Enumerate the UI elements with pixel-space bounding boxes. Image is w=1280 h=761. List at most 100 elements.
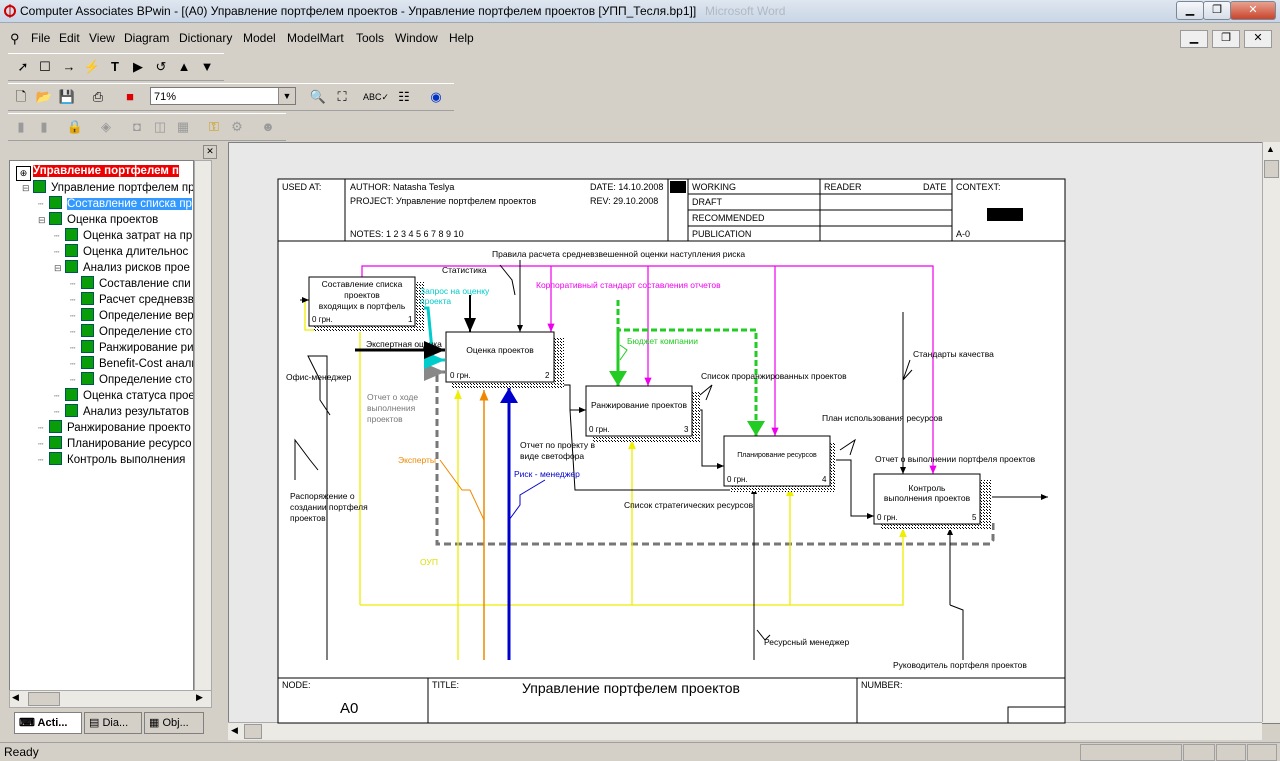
tree-horizontal-scrollbar[interactable]: ◀ ▶	[9, 690, 212, 708]
tree-root[interactable]: ⊕Управление портфелем п	[16, 164, 179, 181]
canvas-hscroll-thumb[interactable]	[244, 724, 262, 739]
mm-settings-icon[interactable]: ⚙	[231, 119, 243, 134]
menu-modelmart[interactable]: ModelMart	[287, 31, 344, 45]
tree-node[interactable]: ┄Оценка длительнос	[54, 244, 188, 260]
menu-dictionary[interactable]: Dictionary	[179, 31, 233, 45]
mm-users-icon[interactable]: ☻	[261, 119, 275, 134]
text-tool-icon[interactable]: T	[111, 59, 119, 74]
collapse-icon[interactable]: ⊟	[22, 183, 30, 193]
go-up-icon[interactable]: ▲	[177, 59, 191, 74]
menu-window[interactable]: Window	[395, 31, 438, 45]
tree-node[interactable]: ⊟Анализ рисков прое	[54, 260, 190, 276]
label-portfolio-head: Руководитель портфеля проектов	[893, 660, 1027, 670]
tree-node[interactable]: ┄Benefit-Cost анали	[70, 356, 193, 372]
menu-diagram[interactable]: Diagram	[124, 31, 170, 45]
zoom-in-icon[interactable]: 🔍	[309, 89, 327, 104]
tree-node[interactable]: ┄Расчет средневзв	[70, 292, 193, 308]
tree-node[interactable]: ┄Ранжирование ри	[70, 340, 193, 356]
tree-node[interactable]: ┄Планирование ресурсо	[38, 436, 192, 452]
menu-edit[interactable]: Edit	[59, 31, 80, 45]
canvas-vscroll-thumb[interactable]	[1264, 160, 1279, 178]
mdi-minimize-button[interactable]: ▁	[1180, 30, 1208, 48]
activity-tree[interactable]: ⊕Управление портфелем п ⊟Управление порт…	[9, 160, 194, 692]
collapse-icon[interactable]: ⊟	[38, 215, 46, 225]
mm-model-icon[interactable]: ◘	[133, 119, 141, 134]
tree-node[interactable]: ⊟Управление портфелем пр	[22, 180, 193, 196]
scroll-up-icon[interactable]: ▲	[1266, 144, 1275, 154]
undo-icon[interactable]: ↺	[155, 59, 167, 74]
activity-node-icon	[81, 276, 94, 289]
menu-tools[interactable]: Tools	[356, 31, 385, 45]
tab-activities[interactable]: ⌨ Acti...	[14, 712, 82, 734]
menu-model[interactable]: Model	[243, 31, 276, 45]
tree-node[interactable]: ┄Анализ результатов	[54, 404, 189, 420]
status-pane-4	[1247, 744, 1277, 761]
box-tool-icon[interactable]: ☐	[39, 59, 51, 74]
tree-node-label: Составление спи	[99, 278, 191, 290]
squiggle-tool-icon[interactable]: ⚡	[83, 59, 101, 74]
chevron-down-icon[interactable]: ▼	[278, 88, 295, 104]
spellcheck-icon[interactable]: ABC✓	[363, 92, 390, 102]
report-icon[interactable]: ◉	[430, 89, 442, 104]
box1-cost: 0 грн.	[312, 315, 333, 324]
mm-diagram-icon[interactable]: ◫	[153, 119, 167, 134]
tree-node[interactable]: ┄Ранжирование проекто	[38, 420, 191, 436]
box4-cost: 0 грн.	[727, 475, 748, 484]
tab-diagrams[interactable]: ▤ Dia...	[84, 712, 142, 734]
mm-disconnect-icon[interactable]: ▮	[40, 119, 48, 134]
save-icon[interactable]: 💾	[58, 89, 76, 104]
pointer-icon[interactable]: ➚	[17, 59, 29, 74]
scroll-right-icon[interactable]: ▶	[196, 692, 203, 702]
status-working: WORKING	[692, 182, 736, 192]
tab-objects[interactable]: ▦ Obj...	[144, 712, 204, 734]
tree-node[interactable]: ⊟Оценка проектов	[38, 212, 158, 228]
new-icon[interactable]: 🗋	[15, 89, 27, 104]
model-explorer-icon[interactable]: ☷	[398, 89, 410, 104]
menu-file[interactable]: File	[31, 31, 51, 45]
menu-view[interactable]: View	[89, 31, 115, 45]
box2-num: 2	[545, 371, 550, 380]
modelmart-toolbar: ▮ ▮ 🔒 ◈ ◘ ◫ ▦ ⚿ ⚙ ☻	[8, 113, 286, 141]
tree-scroll-thumb[interactable]	[28, 692, 60, 706]
mm-library-icon[interactable]: ◈	[101, 119, 111, 134]
scroll-left-icon[interactable]: ◀	[231, 725, 238, 735]
tree-node[interactable]: ┄Составление списка пр	[38, 196, 192, 212]
restore-button[interactable]: ❐	[1203, 1, 1231, 20]
tree-node[interactable]: ┄Оценка затрат на пр	[54, 228, 192, 244]
color-icon[interactable]: ■	[126, 89, 134, 104]
label-order-2: создании портфеля	[290, 502, 368, 512]
next-icon[interactable]: ▶	[133, 59, 143, 74]
tree-node[interactable]: ┄Определение вер	[70, 308, 193, 324]
box5-line1: Контроль	[909, 483, 946, 493]
canvas-vertical-scrollbar[interactable]: ▲	[1262, 142, 1280, 722]
label-experts: Эксперты	[398, 455, 436, 465]
close-button[interactable]: ✕	[1230, 1, 1276, 20]
zoom-fit-icon[interactable]: ⛶	[337, 89, 347, 104]
tree-node[interactable]: ┄Контроль выполнения	[38, 452, 185, 468]
diagram-paper	[277, 178, 1066, 724]
mm-lock-icon[interactable]: 🔒	[66, 119, 84, 134]
tree-node[interactable]: ┄Оценка статуса прое	[54, 388, 193, 404]
go-down-icon[interactable]: ▼	[200, 59, 214, 74]
tree-node[interactable]: ┄Определение сто	[70, 324, 192, 340]
tree-line-icon: ┄	[70, 279, 76, 289]
arrow-tool-icon[interactable]: →	[62, 59, 76, 74]
document-icon[interactable]: ⚲	[10, 31, 20, 46]
title-bar: Computer Associates BPwin - [(A0) Управл…	[0, 0, 1280, 23]
zoom-value: 71%	[154, 91, 177, 103]
panel-close-icon[interactable]: ✕	[203, 145, 217, 159]
mm-connect-icon[interactable]: ▮	[17, 119, 25, 134]
mdi-close-button[interactable]: ✕	[1244, 30, 1272, 48]
tree-node[interactable]: ┄Определение сто	[70, 372, 192, 388]
tree-node[interactable]: ┄ Составление спи	[70, 276, 191, 292]
mm-entity-icon[interactable]: ⚿	[209, 119, 219, 134]
mdi-restore-button[interactable]: ❐	[1212, 30, 1240, 48]
open-icon[interactable]: 📂	[35, 89, 53, 104]
menu-help[interactable]: Help	[449, 31, 474, 45]
print-icon[interactable]: ⎙	[92, 89, 104, 104]
scroll-left-icon[interactable]: ◀	[12, 692, 19, 702]
objects-tab-icon: ▦	[149, 717, 163, 729]
zoom-select[interactable]: 71% ▼	[150, 87, 296, 105]
mm-table-icon[interactable]: ▦	[176, 119, 190, 134]
collapse-icon[interactable]: ⊟	[54, 263, 62, 273]
